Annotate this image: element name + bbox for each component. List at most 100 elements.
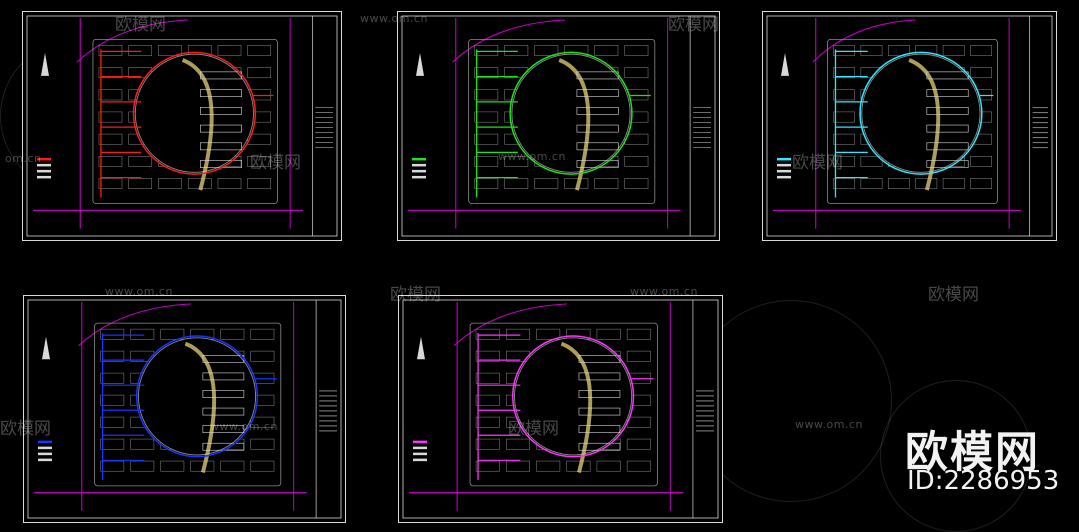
watermark-url: www.om.cn bbox=[795, 418, 863, 431]
tower-wing bbox=[200, 107, 242, 115]
legend-swatch bbox=[777, 157, 791, 161]
tower-wing bbox=[576, 89, 619, 97]
building-block bbox=[220, 460, 245, 472]
building-block bbox=[474, 178, 499, 189]
building-block bbox=[100, 394, 125, 406]
sheet-blue-plan bbox=[23, 295, 346, 523]
building-block bbox=[833, 67, 855, 79]
building-block bbox=[970, 45, 993, 56]
building-block bbox=[833, 45, 855, 56]
legend-swatch bbox=[412, 169, 426, 173]
building-block bbox=[100, 460, 125, 472]
building-block bbox=[98, 178, 123, 189]
tower-band bbox=[181, 58, 214, 191]
building-block bbox=[250, 328, 275, 340]
legend-swatch bbox=[777, 175, 791, 179]
legend-swatch bbox=[38, 446, 52, 450]
watermark-text: 欧模网 bbox=[0, 419, 51, 439]
watermark-text: 欧模网 bbox=[250, 153, 301, 173]
building-block bbox=[970, 178, 993, 189]
accent-ring-line bbox=[135, 335, 259, 458]
tower-wing bbox=[202, 425, 245, 433]
building-block bbox=[536, 460, 561, 472]
building-block bbox=[474, 133, 499, 145]
building-block bbox=[860, 156, 883, 167]
building-block bbox=[474, 45, 499, 56]
watermark-text: 欧模网 bbox=[668, 15, 719, 35]
building-block bbox=[624, 178, 649, 189]
tower-wing bbox=[576, 124, 619, 133]
building-block bbox=[98, 111, 123, 123]
legend-swatch bbox=[413, 446, 427, 450]
site-boundary bbox=[94, 322, 282, 487]
watermark-url: om.cn bbox=[5, 152, 42, 165]
building-block bbox=[130, 438, 155, 450]
building-block bbox=[475, 438, 500, 450]
building-block bbox=[128, 45, 153, 56]
road-curved bbox=[812, 19, 916, 63]
building-block bbox=[860, 178, 883, 189]
building-block bbox=[98, 89, 123, 101]
building-block bbox=[158, 45, 182, 56]
building-block bbox=[594, 178, 619, 189]
building-block bbox=[220, 328, 245, 340]
road-curved bbox=[453, 303, 567, 347]
north-arrow-icon bbox=[417, 336, 425, 360]
building-block bbox=[506, 438, 530, 450]
building-block bbox=[506, 460, 530, 472]
tower-wing bbox=[200, 142, 242, 151]
building-block bbox=[626, 460, 651, 472]
tower-band bbox=[560, 341, 593, 474]
site-plan-drawing bbox=[401, 15, 716, 237]
legend-swatch bbox=[413, 440, 427, 444]
building-block bbox=[626, 416, 651, 428]
legend-swatch bbox=[38, 452, 52, 456]
tower-band bbox=[184, 341, 217, 474]
brand-logo-text: 欧模网 bbox=[905, 428, 1040, 478]
building-block bbox=[624, 45, 649, 56]
watermark-text: 欧模网 bbox=[792, 153, 843, 173]
building-block bbox=[250, 350, 275, 362]
building-block bbox=[100, 372, 125, 384]
tower-wing bbox=[200, 124, 242, 133]
building-block bbox=[475, 394, 500, 406]
watermark-url: www.om.cn bbox=[498, 150, 566, 163]
tower-wing bbox=[202, 390, 245, 398]
tower-wing bbox=[202, 407, 245, 416]
site-boundary bbox=[468, 38, 656, 204]
building-block bbox=[833, 133, 855, 145]
watermark-text: 欧模网 bbox=[115, 15, 166, 35]
accent-ring-line bbox=[132, 51, 257, 175]
road-curved bbox=[76, 19, 189, 63]
tower-wing bbox=[578, 372, 621, 381]
legend-swatch bbox=[37, 175, 51, 179]
sheet-red-plan bbox=[22, 11, 342, 241]
building-block bbox=[504, 156, 529, 167]
tower-wing bbox=[200, 89, 242, 97]
watermark-url: www.om.cn bbox=[360, 12, 428, 25]
building-block bbox=[217, 178, 242, 189]
building-block bbox=[624, 156, 649, 167]
building-block bbox=[247, 156, 272, 167]
building-block bbox=[506, 328, 530, 340]
tower-wing bbox=[926, 124, 969, 133]
legend-swatch bbox=[38, 440, 52, 444]
building-block bbox=[624, 133, 649, 145]
legend-swatch bbox=[38, 458, 52, 462]
building-block bbox=[506, 350, 530, 362]
building-block bbox=[98, 133, 123, 145]
legend-swatch bbox=[37, 157, 51, 161]
building-block bbox=[596, 328, 621, 340]
building-block bbox=[250, 416, 275, 428]
inner-frame bbox=[27, 299, 342, 519]
site-plan-drawing bbox=[402, 299, 719, 519]
watermark-text: 欧模网 bbox=[508, 419, 559, 439]
site-plan-drawing bbox=[27, 299, 342, 519]
building-block bbox=[942, 178, 965, 189]
legend-swatch bbox=[777, 169, 791, 173]
building-block bbox=[474, 156, 499, 167]
building-block bbox=[217, 45, 242, 56]
building-block bbox=[475, 350, 500, 362]
legend-swatch bbox=[413, 452, 427, 456]
building-block bbox=[128, 178, 153, 189]
